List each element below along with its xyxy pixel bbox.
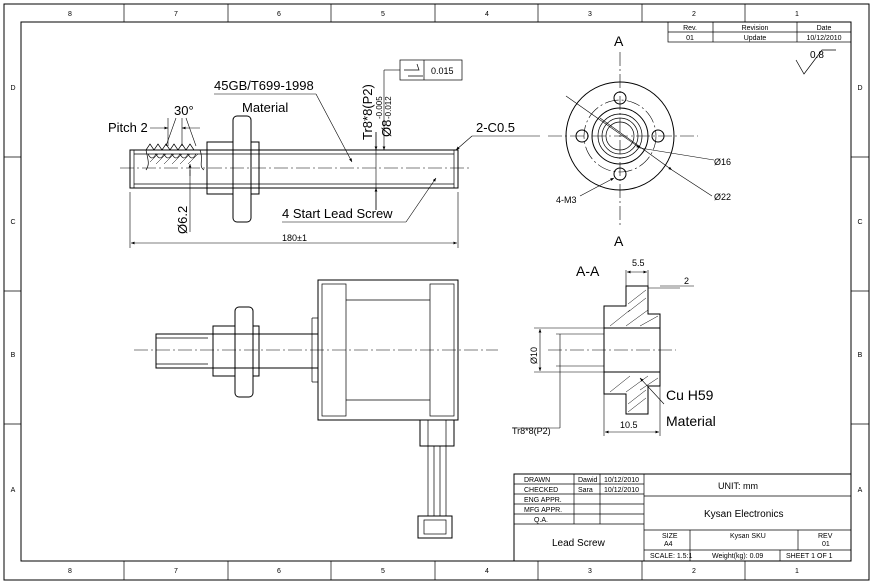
thread-angle: 30° bbox=[174, 103, 194, 118]
rev-header-revision: Revision bbox=[742, 25, 769, 32]
part-title: Lead Screw bbox=[552, 538, 606, 549]
surface-finish-symbol: 0.8 bbox=[795, 49, 836, 75]
section-thread-spec: Tr8*8(P2) bbox=[512, 426, 551, 436]
zone-col-6-top: 6 bbox=[277, 11, 281, 18]
zone-row-d-right: D bbox=[857, 85, 862, 92]
approval-role-eng: ENG APPR. bbox=[524, 497, 562, 504]
unit-label: UNIT: mm bbox=[718, 481, 758, 491]
section-material-spec: Cu H59 bbox=[666, 387, 714, 403]
flatness-value: 0.015 bbox=[431, 66, 454, 76]
company-name: Kysan Electronics bbox=[704, 509, 783, 520]
scale-label: SCALE: 1.5:1 bbox=[650, 553, 693, 560]
approval-role-checked: CHECKED bbox=[524, 487, 558, 494]
approval-name-checked: Sara bbox=[578, 487, 593, 494]
rev-label: REV bbox=[818, 533, 833, 540]
approval-role-drawn: DRAWN bbox=[524, 477, 550, 484]
section-a-a-view: A-A Ø10 Tr8*8(P2) 5.5 bbox=[512, 258, 716, 436]
section-material-label: Material bbox=[666, 413, 716, 429]
surface-finish-value: 0.8 bbox=[810, 50, 824, 61]
bolt-circle-label: Ø16 bbox=[714, 157, 731, 167]
size-label: SIZE bbox=[662, 533, 678, 540]
approval-date-drawn: 10/12/2010 bbox=[604, 477, 639, 484]
rev-cell-revision: Update bbox=[744, 35, 767, 42]
zone-col-1-bottom: 1 bbox=[795, 568, 799, 575]
section-letter-top: A bbox=[614, 33, 624, 49]
length-dimension: 180±1 bbox=[282, 233, 307, 243]
zone-col-2-bottom: 2 bbox=[692, 568, 696, 575]
title-block: DRAWN Dawid 10/12/2010 CHECKED Sara 10/1… bbox=[513, 473, 852, 562]
flange-end-view: A A Ø16 Ø22 4-M3 bbox=[548, 33, 731, 249]
zone-col-5-bottom: 5 bbox=[381, 568, 385, 575]
zone-col-2-top: 2 bbox=[692, 11, 696, 18]
approval-date-checked: 10/12/2010 bbox=[604, 487, 639, 494]
approval-name-drawn: Dawid bbox=[578, 477, 598, 484]
chamfer-label: 2-C0.5 bbox=[476, 120, 515, 135]
zone-col-6-bottom: 6 bbox=[277, 568, 281, 575]
pitch-label: Pitch 2 bbox=[108, 120, 148, 135]
section-letter-bottom: A bbox=[614, 233, 624, 249]
rev-header-rev: Rev. bbox=[683, 25, 697, 32]
zone-col-3-bottom: 3 bbox=[588, 568, 592, 575]
section-title: A-A bbox=[576, 263, 600, 279]
zone-row-a-right: A bbox=[858, 487, 863, 494]
flange-thickness-label: 2 bbox=[684, 276, 689, 286]
zone-labels: 8 7 6 5 4 3 2 1 8 7 6 5 4 3 2 1 D C B A … bbox=[10, 11, 862, 575]
zone-col-5-top: 5 bbox=[381, 11, 385, 18]
zone-row-b-right: B bbox=[858, 352, 863, 359]
zone-col-7-bottom: 7 bbox=[174, 568, 178, 575]
zone-row-a-left: A bbox=[11, 487, 16, 494]
material-label: Material bbox=[242, 100, 288, 115]
rev-cell-date: 10/12/2010 bbox=[806, 35, 841, 42]
material-spec-label: 45GB/T699-1998 bbox=[214, 78, 314, 93]
rev-value: 01 bbox=[822, 541, 830, 548]
outer-diameter-label: Ø22 bbox=[714, 192, 731, 202]
rev-header-date: Date bbox=[817, 25, 832, 32]
top-width-label: 5.5 bbox=[632, 258, 645, 268]
zone-col-1-top: 1 bbox=[795, 11, 799, 18]
diameter-label-vertical: Ø8 bbox=[379, 120, 394, 137]
size-value: A4 bbox=[664, 541, 673, 548]
rev-cell-rev: 01 bbox=[686, 35, 694, 42]
section-length-label: 10.5 bbox=[620, 420, 638, 430]
dwg-label: Kysan SKU bbox=[730, 533, 766, 540]
root-diameter-label: Ø6.2 bbox=[175, 206, 190, 234]
hole-callout-label: 4-M3 bbox=[556, 195, 577, 205]
approval-role-qa: Q.A. bbox=[534, 517, 548, 524]
zone-col-7-top: 7 bbox=[174, 11, 178, 18]
bore-diameter-label: Ø10 bbox=[529, 347, 539, 364]
zone-col-8-bottom: 8 bbox=[68, 568, 72, 575]
zone-col-8-top: 8 bbox=[68, 11, 72, 18]
zone-row-c-right: C bbox=[857, 219, 862, 226]
zone-col-4-top: 4 bbox=[485, 11, 489, 18]
screw-name-label: 4 Start Lead Screw bbox=[282, 206, 393, 221]
approval-role-mfg: MFG APPR. bbox=[524, 507, 562, 514]
revision-table: Rev. Revision Date 01 Update 10/12/2010 bbox=[667, 21, 852, 43]
lead-screw-front-view: Pitch 2 30° 45GB/T699-1998 Material Tr8*… bbox=[108, 59, 540, 248]
diameter-tol-lower: -0.012 bbox=[384, 96, 393, 119]
drawing-frame bbox=[3, 3, 870, 581]
zone-row-d-left: D bbox=[10, 85, 15, 92]
zone-row-c-left: C bbox=[10, 219, 15, 226]
thread-spec-vertical: Tr8*8(P2) bbox=[360, 84, 375, 140]
zone-row-b-left: B bbox=[11, 352, 16, 359]
weight-label: Weight(kg): 0.09 bbox=[712, 553, 763, 560]
diameter-tol-upper: -0.005 bbox=[375, 96, 384, 119]
zone-col-3-top: 3 bbox=[588, 11, 592, 18]
sheet-label: SHEET 1 OF 1 bbox=[786, 553, 833, 560]
zone-col-4-bottom: 4 bbox=[485, 568, 489, 575]
motor-assembly-view bbox=[134, 279, 498, 539]
